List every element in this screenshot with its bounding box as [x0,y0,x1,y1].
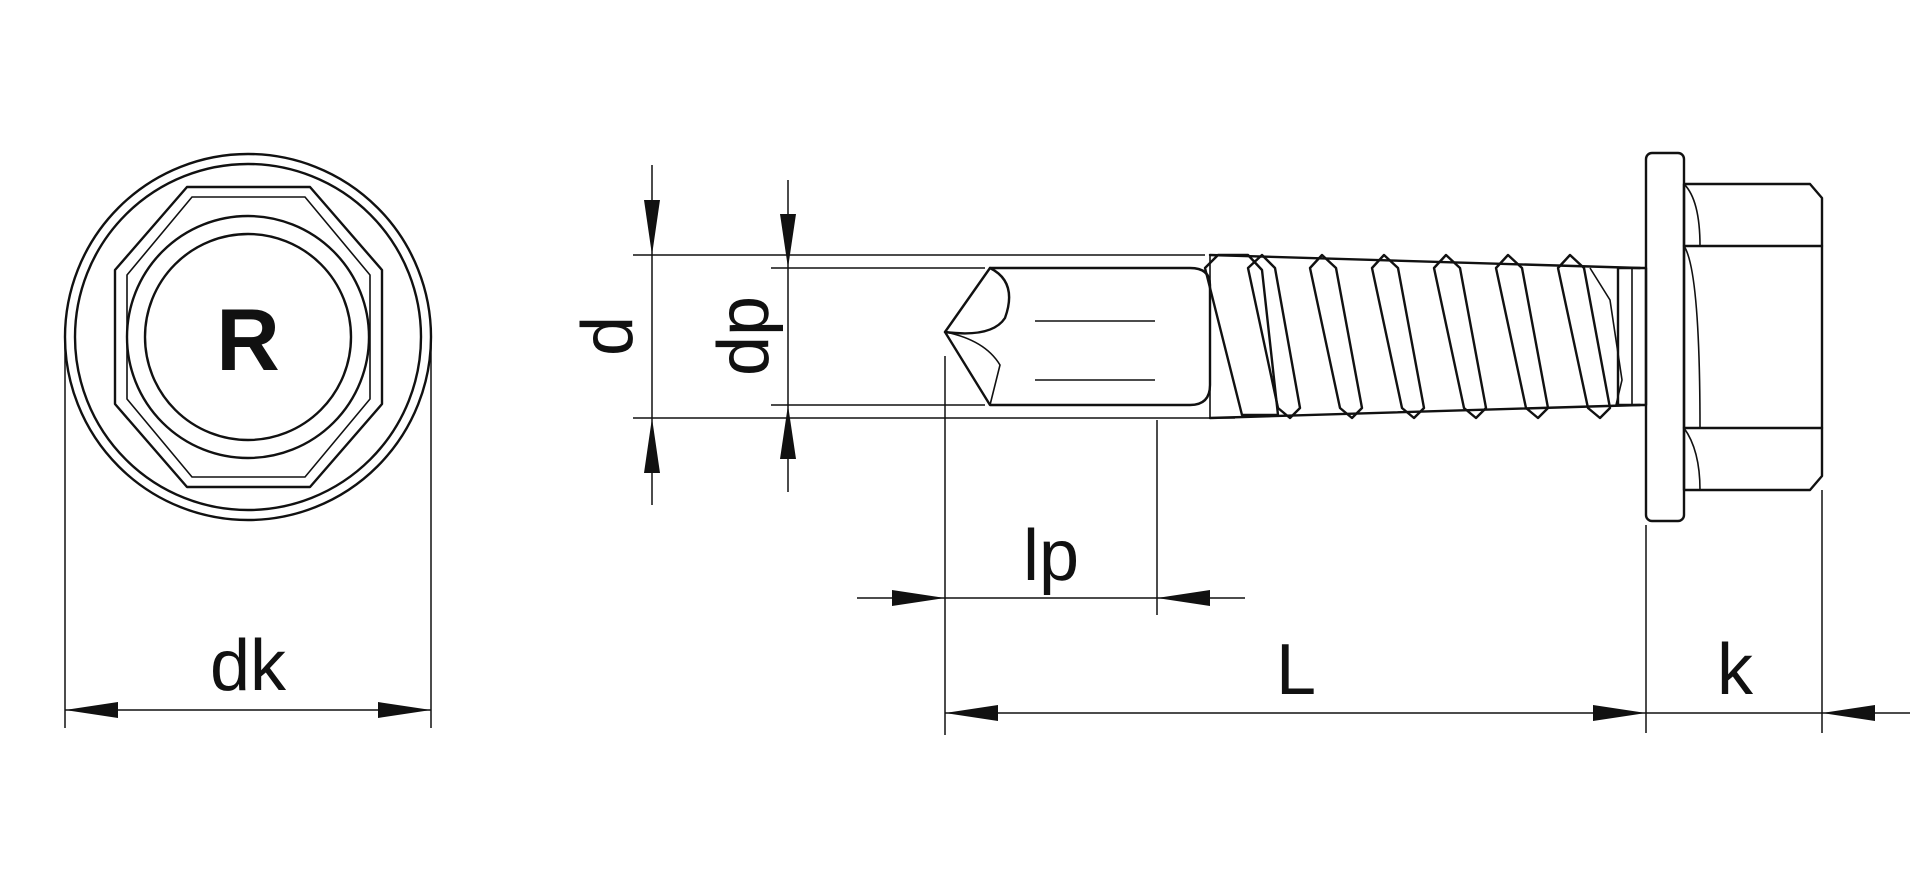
lp-dimension: lp [857,356,1245,735]
length-label: L [1276,630,1316,710]
lp-label: lp [1023,516,1079,596]
screw-side-view [943,151,1824,523]
dp-dimension: dp [704,180,985,492]
dp-label: dp [704,296,784,376]
k-label: k [1717,630,1754,710]
head-front-view: R [63,152,433,522]
dk-label: dk [210,626,287,706]
d-label: d [568,316,648,356]
d-dimension: d [568,165,1235,505]
dk-dimension: dk [64,335,432,728]
head-marking-label: R [216,290,280,389]
length-dimension: L [945,525,1647,733]
k-dimension: k [1646,490,1910,733]
